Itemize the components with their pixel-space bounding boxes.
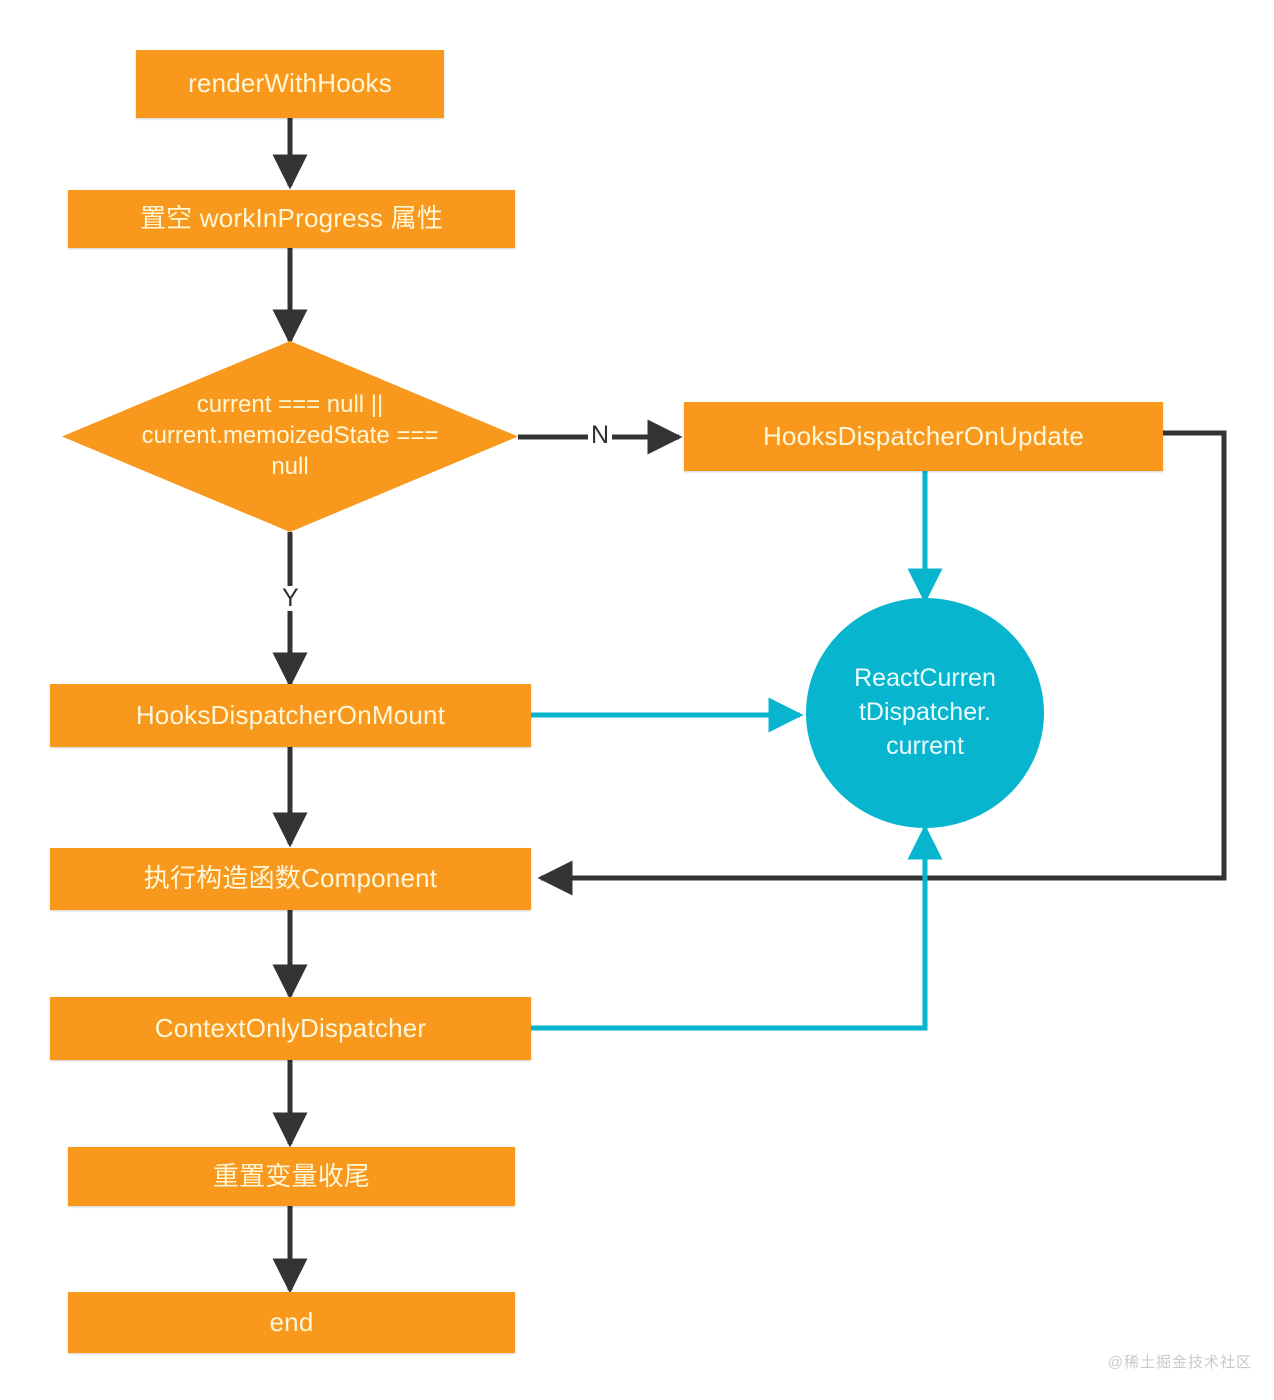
- watermark: @稀土掘金技术社区: [1108, 1351, 1252, 1372]
- node-context-only-dispatcher[interactable]: ContextOnlyDispatcher: [50, 997, 531, 1060]
- node-decision-line-1: current === null ||: [196, 391, 384, 419]
- node-hooks-dispatcher-on-mount[interactable]: HooksDispatcherOnMount: [50, 684, 531, 747]
- node-decision-label: current === null || current.memoizedStat…: [117, 341, 464, 532]
- node-decision-current-null[interactable]: current === null || current.memoizedStat…: [62, 341, 518, 532]
- node-run-component-label: 执行构造函数Component: [143, 863, 438, 894]
- node-decision-line-3: null: [271, 452, 309, 480]
- node-react-current-dispatcher-line-1: ReactCurren: [854, 664, 996, 693]
- node-react-current-dispatcher[interactable]: ReactCurren tDispatcher. current: [806, 598, 1044, 828]
- edge-onupdate-to-component: [537, 430, 1227, 896]
- watermark-text: @稀土掘金技术社区: [1107, 1354, 1252, 1371]
- node-end[interactable]: end: [68, 1292, 515, 1353]
- node-context-only-dispatcher-label: ContextOnlyDispatcher: [154, 1012, 427, 1043]
- node-reset-work-in-progress[interactable]: 置空 workInProgress 属性: [68, 190, 515, 248]
- node-cleanup-variables-label: 重置变量收尾: [212, 1160, 371, 1191]
- node-hooks-dispatcher-on-mount-label: HooksDispatcherOnMount: [135, 699, 446, 730]
- edge-contextonly-to-dispatcher: [531, 824, 943, 1031]
- node-decision-line-2: current.memoizedState ===: [141, 422, 439, 450]
- node-end-label: end: [269, 1306, 314, 1337]
- edge-label-yes: Y: [279, 586, 302, 611]
- edge-label-no: N: [588, 421, 613, 449]
- diamond-shape: [62, 341, 518, 532]
- edge-label-yes-text: Y: [282, 584, 299, 612]
- node-react-current-dispatcher-line-2: tDispatcher.: [858, 698, 991, 727]
- node-render-with-hooks[interactable]: renderWithHooks: [136, 50, 444, 118]
- node-render-with-hooks-label: renderWithHooks: [188, 68, 392, 99]
- node-hooks-dispatcher-on-update[interactable]: HooksDispatcherOnUpdate: [684, 402, 1163, 471]
- node-reset-work-in-progress-label: 置空 workInProgress 属性: [139, 203, 444, 234]
- node-run-component[interactable]: 执行构造函数Component: [50, 848, 531, 910]
- node-react-current-dispatcher-line-3: current: [886, 731, 964, 760]
- node-cleanup-variables[interactable]: 重置变量收尾: [68, 1147, 515, 1206]
- node-hooks-dispatcher-on-update-label: HooksDispatcherOnUpdate: [762, 420, 1085, 451]
- edge-label-no-text: N: [591, 421, 610, 449]
